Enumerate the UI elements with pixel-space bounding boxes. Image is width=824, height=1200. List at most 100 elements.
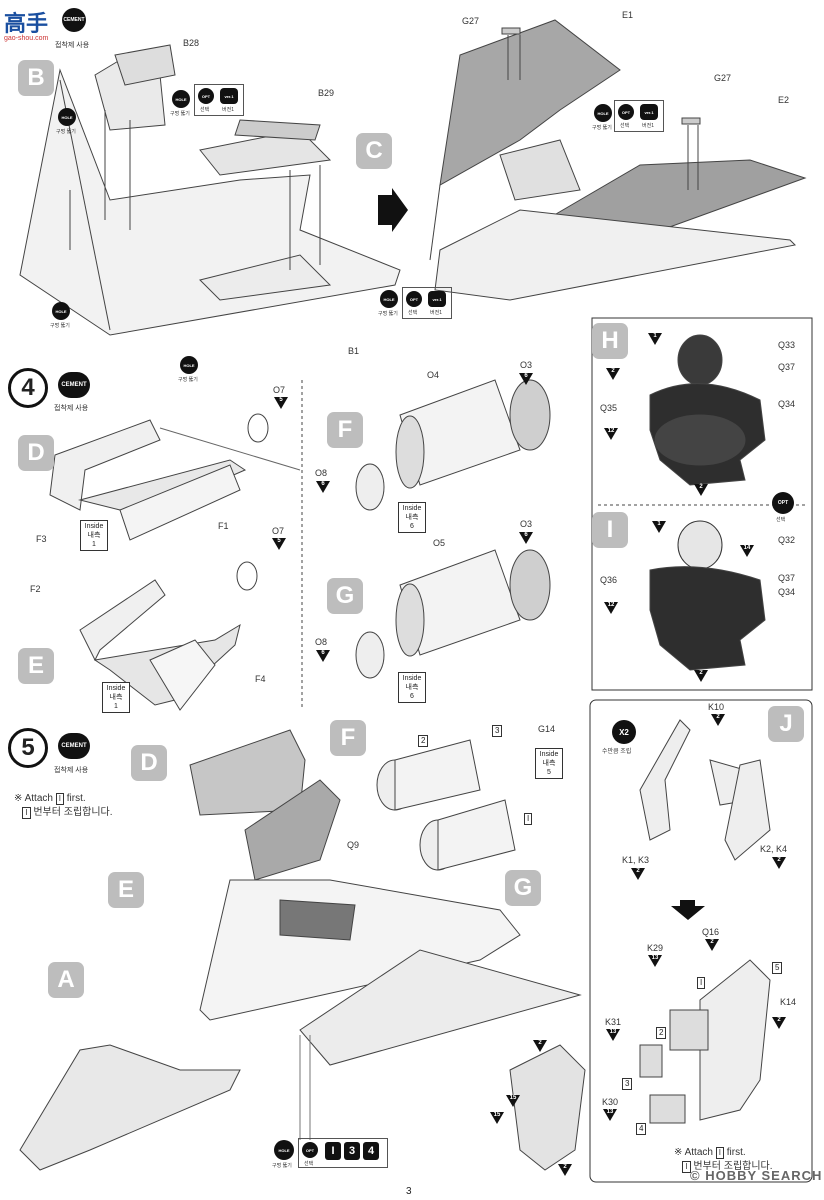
panel-label-d-step4: D <box>18 435 54 471</box>
opt-ver-box-2 <box>402 287 452 319</box>
tri-num-i12: 12 <box>607 602 615 608</box>
panel-label-f-step4: F <box>327 412 363 448</box>
box-num-2-step5: 2 <box>418 730 429 748</box>
panel-label-i: I <box>592 512 628 548</box>
opt-icon-2: OPT <box>406 291 422 307</box>
ver-icon-1: ver.1 <box>220 88 238 104</box>
box-num-3-j: 3 <box>622 1073 633 1091</box>
cement-icon-text: CEMENT <box>63 17 85 23</box>
cement-sub-step4: 접착제 사용 <box>54 405 89 412</box>
tri-marker-k10 <box>711 714 725 726</box>
tri-num-i2: 2 <box>699 670 703 676</box>
inside-en-3: Inside <box>402 505 422 512</box>
hole-icon-4-text: HOLE <box>383 296 395 302</box>
label-o3-b: O3 <box>520 519 533 529</box>
panel-label-g-step4: G <box>327 578 363 614</box>
label-o7-b: O7 <box>272 526 285 536</box>
hole-sub-5: 구멍 뚫기 <box>178 377 198 383</box>
label-q34-b: Q34 <box>778 587 796 597</box>
label-f3: F3 <box>36 534 47 544</box>
box-num-i-j-text: I <box>697 977 706 989</box>
hole-icon-3-text: HOLE <box>55 308 67 314</box>
attach-note-step5-en: ※ Attach <box>14 793 53 804</box>
tri-marker-o7-b <box>272 538 286 550</box>
label-k2-k4: K2, K4 <box>760 844 788 854</box>
hole-icon-2-text: HOLE <box>175 96 187 102</box>
panel-label-d-step5: D <box>131 745 167 781</box>
tri-marker-i14 <box>740 545 754 557</box>
ver-icon-1-text: ver.1 <box>224 93 234 99</box>
label-o4: O4 <box>427 370 440 380</box>
inside-en-4: Inside <box>402 675 422 682</box>
box-num-i-step5-text: I <box>524 813 533 825</box>
panel-label-a: A <box>48 962 84 998</box>
label-q37-b: Q37 <box>778 573 796 583</box>
hole-sub-6: 구멍 뚫기 <box>592 125 612 131</box>
tri-marker-i12 <box>604 602 618 614</box>
hole-icon-6: HOLE <box>594 104 612 122</box>
tri-marker-h2a <box>606 368 620 380</box>
tri-num-q16: 2 <box>710 939 714 945</box>
tri-marker-i2 <box>694 670 708 682</box>
hole-icon-bottom: HOLE <box>274 1140 294 1160</box>
panel-label-c: C <box>356 133 392 169</box>
tri-num-k1: 2 <box>636 868 640 874</box>
inside-callout-o4: Inside 내측 6 <box>398 502 426 533</box>
opt-icon-1-text: OPT <box>201 93 211 99</box>
opt-icon-1: OPT <box>198 88 214 104</box>
label-q9: Q9 <box>347 840 360 850</box>
tri-marker-h12 <box>604 428 618 440</box>
panel-label-e-step4: E <box>18 648 54 684</box>
inside-num-4: 6 <box>410 693 414 700</box>
tri-marker-q16 <box>705 939 719 951</box>
label-g27-a: G27 <box>462 16 480 26</box>
label-q35: Q35 <box>600 403 618 413</box>
attach-note-j: ※ Attach I first. I 번부터 조립합니다. <box>674 1146 773 1174</box>
inside-callout-f4: Inside 내측 1 <box>102 682 130 713</box>
hobby-search-watermark: © HOBBY SEARCH <box>690 1168 823 1183</box>
ver-sub-2: 버전1 <box>430 310 442 316</box>
tri-num-o8-b: 6 <box>321 650 325 656</box>
ver-icon-2-text: ver.1 <box>432 296 442 302</box>
tri-num-h1: 1 <box>653 333 657 339</box>
panel-label-j: J <box>768 706 804 742</box>
tri-num-o7-a: 5 <box>279 397 283 403</box>
tri-num-i14: 14 <box>743 545 751 551</box>
tri-num-seat-b: 15 <box>509 1095 517 1101</box>
tri-marker-seat-b <box>506 1095 520 1107</box>
opt-sub-bottom: 선택 <box>304 1161 314 1167</box>
ver-icon-3-text: ver.1 <box>644 109 654 115</box>
tri-marker-seat-c <box>490 1112 504 1124</box>
tri-marker-k2 <box>772 857 786 869</box>
attach-note-step5-ko: 번부터 조립합니다. <box>33 807 113 818</box>
box-num-3-step5-text: 3 <box>492 725 503 737</box>
tri-num-k10: 2 <box>716 714 720 720</box>
label-g27-b: G27 <box>714 73 732 83</box>
label-k10: K10 <box>708 702 725 712</box>
hole-icon-3: HOLE <box>52 302 70 320</box>
tri-num-o3-b: 6 <box>524 532 528 538</box>
ver-sub-3: 버전1 <box>642 123 654 129</box>
label-k29: K29 <box>647 943 664 953</box>
label-q33: Q33 <box>778 340 796 350</box>
ver-sub-1: 버전1 <box>222 107 234 113</box>
opt-sub-3: 선택 <box>620 123 630 129</box>
tri-num-k29: 13 <box>651 955 659 961</box>
inside-ko-2: 내측 <box>109 694 123 701</box>
tri-marker-o7-a <box>274 397 288 409</box>
label-o5: O5 <box>433 538 446 548</box>
attach-note-step5: ※ Attach I first. I 번부터 조립합니다. <box>14 792 113 820</box>
box-num-2-j: 2 <box>656 1022 667 1040</box>
label-g14: G14 <box>538 724 556 734</box>
label-o8-a: O8 <box>315 468 328 478</box>
step-5-number: 5 <box>8 728 48 768</box>
label-q34-a: Q34 <box>778 399 796 409</box>
panel-label-e-step5: E <box>108 872 144 908</box>
opt-icon-bottom: OPT <box>302 1142 318 1158</box>
tri-num-seat-c: 15 <box>493 1112 501 1118</box>
hole-sub-3: 구멍 뚫기 <box>50 323 70 329</box>
inside-num-5: 5 <box>547 769 551 776</box>
attach-note-step5-first: first. <box>66 793 86 804</box>
tri-marker-h2b <box>694 484 708 496</box>
